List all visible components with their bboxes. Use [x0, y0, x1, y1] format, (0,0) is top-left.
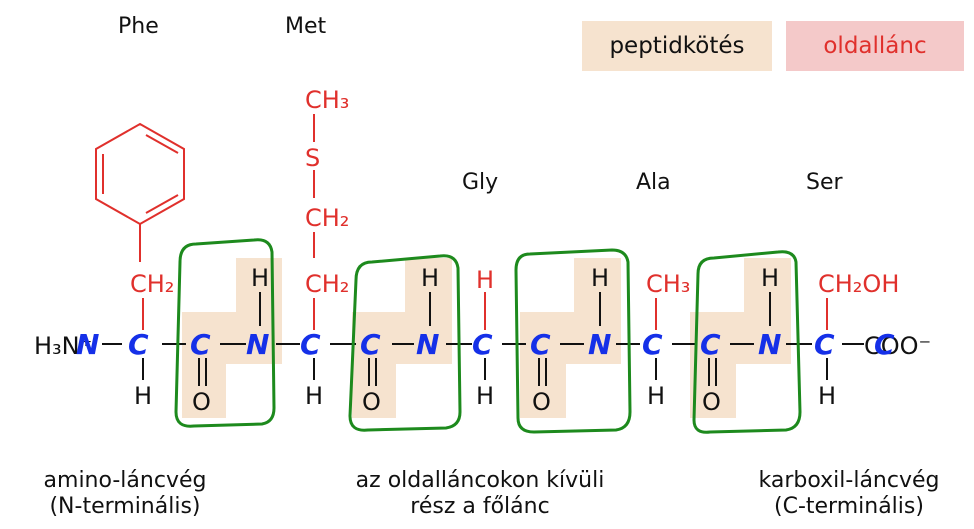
label-n-terminal: amino-láncvég (N-terminális): [10, 468, 240, 520]
hand-c-7: C: [642, 328, 663, 361]
ser-ch2oh: CH₂OH: [818, 270, 899, 298]
residue-label-gly: Gly: [462, 170, 499, 195]
carbonyl-o-1: O: [192, 388, 211, 416]
hand-c-5: C: [472, 328, 493, 361]
phe-benzene-ring: [95, 122, 185, 226]
green-box-4: [692, 250, 802, 434]
carbonyl-o-2: O: [362, 388, 381, 416]
alpha-h-5: H: [818, 382, 836, 410]
label-c-terminal-line2: (C-terminális): [774, 494, 924, 519]
residue-label-ser: Ser: [806, 170, 843, 195]
legend-peptide-bond-label: peptidkötés: [609, 33, 745, 59]
residue-label-met: Met: [285, 14, 327, 39]
green-box-2: [348, 254, 462, 432]
hand-n-4: N: [758, 328, 781, 361]
carbonyl-o-3: O: [532, 388, 551, 416]
side-chain-bonds: [95, 114, 828, 330]
label-c-terminal: karboxil-láncvég (C-terminális): [734, 468, 964, 520]
hand-c-4: C: [360, 328, 381, 361]
backbone-atoms: H₃N⁺ COO⁻ H H H H H H H H H O O O O: [34, 264, 931, 416]
alpha-h-3: H: [476, 382, 494, 410]
hand-n-3: N: [588, 328, 611, 361]
residue-label-phe: Phe: [118, 14, 159, 39]
met-ch3: CH₃: [305, 86, 349, 114]
legend-peptide-bond: peptidkötés: [582, 21, 772, 71]
label-backbone: az oldalláncokon kívüli rész a főlánc: [330, 468, 630, 520]
hand-c-2: C: [190, 328, 211, 361]
met-ch2-upper: CH₂: [305, 204, 349, 232]
hand-c-9: C: [814, 328, 835, 361]
hand-n-2: N: [416, 328, 439, 361]
met-s: S: [305, 144, 320, 172]
label-backbone-line2: rész a főlánc: [410, 494, 550, 519]
label-c-terminal-line1: karboxil-láncvég: [758, 468, 940, 493]
hand-c-3: C: [300, 328, 321, 361]
label-n-terminal-line1: amino-láncvég: [43, 468, 207, 493]
alpha-h-2: H: [305, 382, 323, 410]
amide-h-2: H: [421, 264, 439, 292]
hand-c-8: C: [700, 328, 721, 361]
legend-side-chain: oldallánc: [786, 21, 964, 71]
hand-c-10: C: [874, 328, 895, 361]
ala-ch3: CH₃: [646, 270, 690, 298]
green-box-3: [514, 248, 632, 434]
alpha-h-1: H: [134, 382, 152, 410]
side-chain-texts: CH₃ S CH₂ CH₂ CH₂ H CH₃ CH₂OH: [130, 86, 899, 298]
n-terminus: H₃N⁺: [34, 332, 92, 360]
hand-n-1: N: [246, 328, 269, 361]
label-backbone-line1: az oldalláncokon kívüli: [355, 468, 605, 493]
legend-side-chain-label: oldallánc: [823, 33, 927, 59]
amide-h-3: H: [591, 264, 609, 292]
met-ch2-lower: CH₂: [305, 270, 349, 298]
alpha-h-4: H: [647, 382, 665, 410]
gly-h: H: [476, 266, 494, 294]
phe-ch2: CH₂: [130, 270, 174, 298]
amide-h-1: H: [251, 264, 269, 292]
c-terminus: COO⁻: [864, 332, 931, 360]
hand-n-0: N: [76, 328, 99, 361]
amide-h-4: H: [761, 264, 779, 292]
handwritten-annotations: N C C N C C N C C N C C N C C: [76, 328, 895, 361]
green-box-1: [174, 238, 276, 428]
hand-c-6: C: [530, 328, 551, 361]
label-n-terminal-line2: (N-terminális): [49, 494, 201, 519]
backbone-bonds: [102, 292, 864, 386]
hand-c-1: C: [128, 328, 149, 361]
green-highlight-boxes: [174, 238, 802, 434]
carbonyl-o-4: O: [702, 388, 721, 416]
residue-label-ala: Ala: [636, 170, 671, 195]
